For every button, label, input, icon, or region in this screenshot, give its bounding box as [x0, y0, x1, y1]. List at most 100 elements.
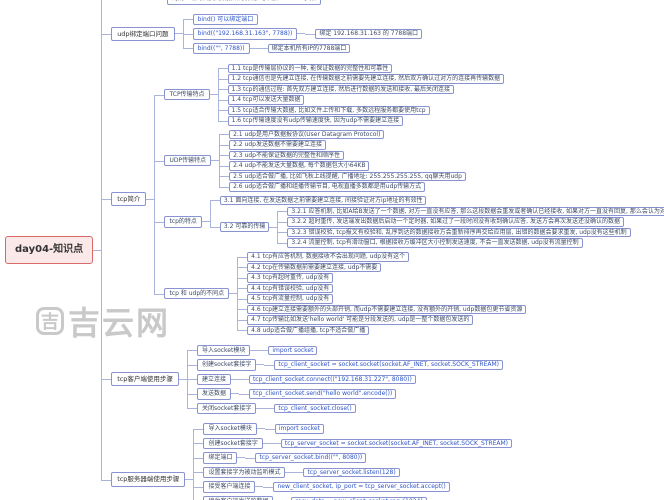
mindmap-subtree: new_client_socket, ip_port = tcp_server_…: [263, 482, 450, 493]
mindmap-branch: 关闭socket套接字 tcp_client_socket.close(): [186, 400, 503, 416]
mindmap-node[interactable]: 1.2 tcp通信也是先建立连接, 在传输数据之前需要先建立连接, 然后双方确认…: [227, 74, 505, 84]
mindmap-node[interactable]: 4.3 tcp有超时重传, udp没有: [247, 273, 334, 283]
mindmap-node-row: 2.3 udp不能保证数据的完整性和顺序性: [229, 150, 344, 160]
mindmap-branch: 2.6 udp适合做广播和组播传输节目, 电视直播多数都是用udp传输方式: [219, 180, 466, 193]
mindmap-node[interactable]: 设置套接字为被动监听模式: [203, 466, 286, 478]
watermark-text: 吉云网: [68, 304, 171, 342]
mindmap-node[interactable]: bind(("", 7788)): [192, 42, 250, 54]
mindmap-node[interactable]: 2.6 udp适合做广播和组播传输节目, 电视直播多数都是用udp传输方式: [229, 182, 426, 192]
mindmap-node[interactable]: 4.2 tcp在传输数据前需要建立连接, udp不需要: [247, 262, 382, 272]
mindmap-node[interactable]: 2.1 udp是用户数据报协议(User Datagram Protocol): [229, 129, 385, 139]
mindmap-node[interactable]: tcp_client_socket.close(): [274, 403, 356, 413]
mindmap-node[interactable]: 导入socket模块: [203, 423, 257, 435]
connector-line: [230, 393, 239, 395]
mindmap-node-row: 2.4 udp不能发送大量数据, 每个数据包大小64KB: [229, 161, 370, 171]
connector-line: [256, 407, 265, 409]
mindmap-subtree: 绑定 192.168.31.163 的 7788端口: [305, 29, 423, 40]
mindmap-node[interactable]: 为防止编码转换失败报错的情况, 可以加上 errors参数: [167, 0, 321, 5]
mindmap-branch: 4.6 tcp建立连接需要额外的头部开销, 而udp不需要建立连接, 没有额外的…: [237, 303, 527, 315]
mindmap-node[interactable]: import socket: [268, 345, 318, 355]
mindmap-node[interactable]: tcp_client_socket = socket.socket(socket…: [274, 360, 503, 370]
mindmap-branch: 导入socket模块 import socket: [193, 422, 512, 437]
mindmap-branch: 接收客户端发送的数据 recv_data = new_client_socket.…: [193, 493, 512, 500]
mindmap-node[interactable]: 4.4 tcp有错误校验, udp没有: [247, 283, 334, 293]
mindmap-node[interactable]: 4.6 tcp建立连接需要额外的头部开销, 而udp不需要建立连接, 没有额外的…: [247, 304, 527, 314]
mindmap-node[interactable]: 1.3 tcp的通信过程: 首先双方建立连接, 然后进行数据的发送和接收, 最后…: [227, 84, 455, 94]
mindmap-node[interactable]: UDP传输特点: [164, 154, 212, 167]
mindmap-branch: 接受客户端连接 new_client_socket, ip_port = tcp_…: [193, 478, 512, 495]
mindmap-node[interactable]: 1.1 tcp是传输层协议的一种, 能保证数据的完整性和可靠性: [227, 63, 393, 73]
mindmap-node-row: import socket: [268, 345, 318, 355]
mindmap-node[interactable]: 2.3 udp不能保证数据的完整性和顺序性: [229, 150, 344, 160]
mindmap-node-row: 绑定本机所有IP的7788端口: [267, 43, 351, 53]
mindmap-node[interactable]: udp绑定端口问题: [111, 26, 175, 41]
mindmap-node[interactable]: tcp_client_socket.connect(("192.168.31.2…: [248, 374, 416, 384]
mindmap-node[interactable]: 发送数据: [196, 388, 231, 400]
mindmap-node[interactable]: tcp 和 udp的不同点: [164, 287, 230, 300]
mindmap-node-row: 4.6 tcp建立连接需要额外的头部开销, 而udp不需要建立连接, 没有额外的…: [247, 304, 527, 314]
mindmap-node-row: 2.6 udp适合做广播和组播传输节目, 电视直播多数都是用udp传输方式: [229, 182, 426, 192]
mindmap-node[interactable]: 关闭socket套接字: [196, 402, 257, 414]
mindmap-node[interactable]: 4.5 tcp有流量控制, udp没有: [247, 294, 334, 304]
mindmap-root-node[interactable]: day04-知识点: [5, 235, 94, 265]
mindmap-node[interactable]: tcp_client_socket.send("hello world".enc…: [248, 389, 397, 399]
mindmap-node[interactable]: 绑定 192.168.31.163 的 7788端口: [315, 29, 423, 39]
mindmap-node-row: 编码转换str->bytesencodeencode(encoding='字符集…: [111, 0, 405, 6]
mindmap-node[interactable]: 1.5 tcp适合传输大数据, 比如文件上传和下载, 多数远程服务都要使用tcp: [227, 105, 430, 115]
mindmap-node[interactable]: 创建socket套接字: [196, 359, 257, 371]
mindmap-node[interactable]: 接受客户端连接: [203, 481, 256, 493]
mindmap-node[interactable]: 3.2.1 应答机制, 比如A给B发送了一个数据, 对方一直没有应答, 那么这段…: [287, 206, 664, 216]
mindmap-node[interactable]: 4.8 udp适合做广播组播, tcp不适合做广播: [247, 325, 370, 335]
mindmap-branch: 编码转换str->bytesencodeencode(encoding='字符集…: [101, 0, 664, 10]
mindmap-node[interactable]: 创建socket套接字: [203, 437, 263, 449]
mindmap-node[interactable]: tcp服务器端使用步骤: [111, 472, 186, 487]
mindmap-node[interactable]: tcp_server_socket.bind(("", 8080)): [255, 453, 367, 463]
mindmap-node[interactable]: 3.1 面向连接, 在发送数据之前需要建立连接, 间接验证对方ip地址的有效性: [219, 195, 427, 205]
mindmap-subtree: 2.1 udp是用户数据报协议(User Datagram Protocol)2…: [219, 129, 466, 192]
mindmap-node[interactable]: 2.4 udp不能发送大量数据, 每个数据包大小64KB: [229, 161, 370, 171]
mindmap-node[interactable]: 绑定本机所有IP的7788端口: [267, 43, 351, 53]
mindmap-node[interactable]: 1.6 tcp传输速度没有udp传输速度快, 因为udp不需要建立连接: [227, 116, 404, 126]
connector-line: [229, 293, 238, 294]
mindmap-node[interactable]: tcp_server_socket.listen(128): [303, 467, 400, 477]
mindmap-node[interactable]: new_client_socket, ip_port = tcp_server_…: [273, 482, 450, 492]
mindmap-node-row: tcp服务器端使用步骤 导入socket模块 import socket 创建sock…: [111, 422, 512, 500]
mindmap-branch: 4.3 tcp有超时重传, udp没有: [237, 271, 526, 284]
mindmap-node[interactable]: 建立连接: [196, 373, 231, 385]
mindmap-node[interactable]: tcp简介: [111, 192, 147, 207]
mindmap-node[interactable]: 3.2 可靠的传输: [219, 222, 270, 232]
mindmap-subtree: import socket: [264, 424, 324, 435]
mindmap-node[interactable]: 导入socket模块: [196, 344, 251, 356]
connector-line: [174, 33, 183, 35]
mindmap-node[interactable]: 1.4 tcp可以发送大量数据: [227, 95, 305, 105]
mindmap-node[interactable]: tcp的特点: [164, 216, 202, 228]
mindmap-node[interactable]: 接收客户端发送的数据: [203, 495, 274, 500]
mindmap-node[interactable]: bind() 可以绑定端口: [192, 13, 259, 25]
mindmap-node[interactable]: 2.5 udp适合做广播, 比如飞秋上线提醒, 广播地址: 255.255.25…: [229, 171, 466, 181]
mindmap-node-row: tcp_client_socket.connect(("192.168.31.2…: [248, 374, 416, 384]
mindmap-branch: 3.2.2 超时重传, 发送端发出数据后启动一个定时器, 如果过了一段时间没有收…: [277, 215, 664, 228]
mindmap-node[interactable]: 绑定端口: [203, 452, 238, 464]
mindmap-node-row: recv_data = new_client_socket.recv(1024): [291, 496, 427, 500]
mindmap-node-row: tcp_server_socket.listen(128): [303, 467, 400, 477]
mindmap-node[interactable]: import socket: [274, 424, 324, 434]
mindmap-node[interactable]: TCP传输特点: [164, 88, 210, 101]
mindmap-node[interactable]: 4.7 tcp传输比如发送'hello world' 可能是分段发送的, udp…: [247, 315, 474, 325]
mindmap-branch: tcp_client_socket.send("hello world".enc…: [238, 389, 397, 400]
mindmap-branch: 4.4 tcp有错误校验, udp没有: [237, 282, 526, 294]
mindmap-node[interactable]: 3.2.3 错误校验, tcp报文有校验和, 乱序到达的数据接收方会重新排序再交…: [287, 227, 631, 237]
mindmap-branch: 3.2.3 错误校验, tcp报文有校验和, 乱序到达的数据接收方会重新排序再交…: [277, 226, 664, 238]
mindmap-branch: 1.5 tcp适合传输大数据, 比如文件上传和下载, 多数远程服务都要使用tcp: [217, 104, 505, 116]
mindmap-node[interactable]: tcp_server_socket = socket.socket(socket…: [280, 438, 512, 448]
mindmap-node[interactable]: 4.1 tcp有应答机制, 数据接收不会出现问题, udp没有这个: [247, 252, 410, 262]
connector-line: [250, 349, 259, 351]
mindmap-node-row: 3.2.3 错误校验, tcp报文有校验和, 乱序到达的数据接收方会重新排序再交…: [287, 227, 631, 237]
mindmap-node[interactable]: recv_data = new_client_socket.recv(1024): [291, 496, 427, 500]
mindmap-node[interactable]: 3.2.4 流量控制, tcp有滑动窗口, 根据接收方缓冲区大小控制发送速度, …: [287, 238, 583, 248]
mindmap-node[interactable]: 2.2 udp发送数据不需要建立连接: [229, 140, 326, 150]
mindmap-node[interactable]: tcp客户端使用步骤: [111, 372, 179, 387]
mindmap-node[interactable]: bind(("192.168.31.163", 7788)): [192, 28, 298, 40]
mindmap-node-row: 4.8 udp适合做广播组播, tcp不适合做广播: [247, 325, 370, 335]
mindmap-node[interactable]: 3.2.2 超时重传, 发送端发出数据后启动一个定时器, 如果过了一段时间没有收…: [287, 217, 624, 227]
connector-line: [230, 378, 239, 380]
